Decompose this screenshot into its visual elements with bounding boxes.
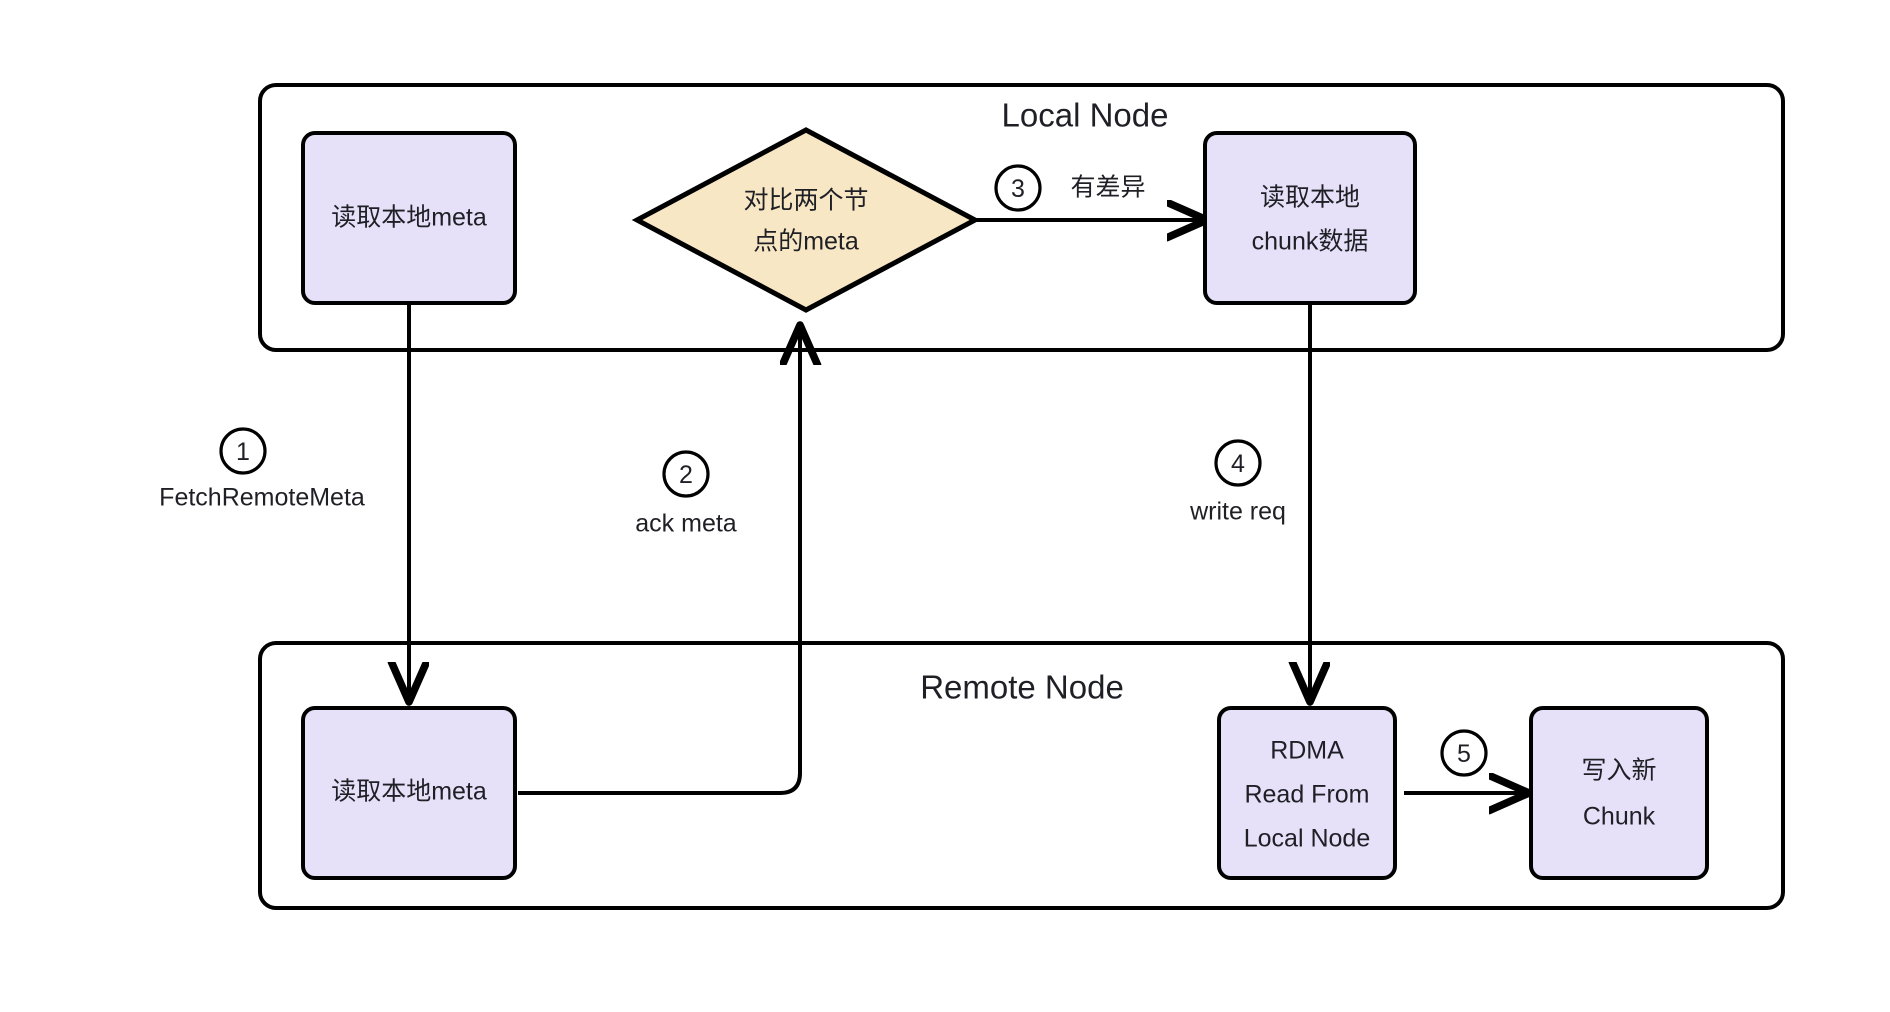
edge-number-5: 5	[1457, 740, 1471, 768]
edge-number-1: 1	[236, 438, 250, 466]
edge-number-badge-2	[662, 450, 710, 498]
edge-number-badge-3	[994, 164, 1042, 212]
edge-number-badge-5	[1440, 729, 1488, 777]
node-local-read-meta[interactable]: 读取本地meta	[301, 131, 517, 305]
edge-label-1: 1 FetchRemoteMeta	[159, 427, 365, 512]
edge-label-4: 4 write req	[1189, 439, 1286, 526]
node-compare-meta-line2: 点的meta	[753, 228, 859, 256]
node-local-read-chunk-line2: chunk数据	[1252, 228, 1369, 256]
edge-number-badge-1	[219, 427, 267, 475]
node-rdma-read-box[interactable]	[1217, 706, 1397, 880]
node-write-chunk-box[interactable]	[1529, 706, 1709, 880]
node-compare-meta-diamond[interactable]	[631, 127, 981, 313]
node-remote-read-meta-label: 读取本地meta	[331, 778, 487, 806]
node-compare-meta[interactable]: 对比两个节 点的meta	[631, 127, 981, 313]
node-local-read-meta-box[interactable]	[301, 131, 517, 305]
cluster-remote-node-box	[258, 641, 1785, 910]
edge-label-text-2: ack meta	[635, 510, 737, 538]
node-rdma-read-line2: Read From	[1244, 781, 1369, 809]
node-local-read-meta-label: 读取本地meta	[331, 204, 487, 232]
cluster-local-node-title: Local Node	[1002, 97, 1169, 134]
node-rdma-read-line1: RDMA	[1270, 737, 1344, 765]
node-rdma-read[interactable]: RDMA Read From Local Node	[1217, 706, 1397, 880]
edge-number-3: 3	[1011, 175, 1025, 203]
node-write-chunk-line2: Chunk	[1583, 803, 1656, 831]
node-local-read-chunk-box[interactable]	[1203, 131, 1417, 305]
edge-label-2: 2 ack meta	[635, 450, 737, 538]
edge-number-badge-4	[1214, 439, 1262, 487]
node-write-chunk-line1: 写入新	[1581, 757, 1656, 785]
edge-ack-meta-line	[518, 327, 800, 795]
cluster-remote-node-title: Remote Node	[920, 669, 1124, 706]
node-local-read-chunk-line1: 读取本地	[1260, 184, 1360, 212]
edge-label-text-3: 有差异	[1070, 174, 1145, 202]
edge-number-2: 2	[679, 461, 693, 489]
node-rdma-read-line3: Local Node	[1244, 825, 1370, 853]
edge-label-3: 3 有差异	[994, 164, 1146, 212]
node-compare-meta-line1: 对比两个节	[743, 187, 868, 215]
edge-label-text-1: FetchRemoteMeta	[159, 484, 365, 512]
cluster-remote-node: Remote Node	[258, 641, 1785, 910]
edge-label-text-4: write req	[1189, 498, 1286, 526]
node-remote-read-meta-box[interactable]	[301, 706, 517, 880]
node-local-read-chunk[interactable]: 读取本地 chunk数据	[1203, 131, 1417, 305]
edge-label-5: 5	[1440, 729, 1488, 777]
node-write-chunk[interactable]: 写入新 Chunk	[1529, 706, 1709, 880]
node-remote-read-meta[interactable]: 读取本地meta	[301, 706, 517, 880]
edge-number-4: 4	[1231, 450, 1245, 478]
